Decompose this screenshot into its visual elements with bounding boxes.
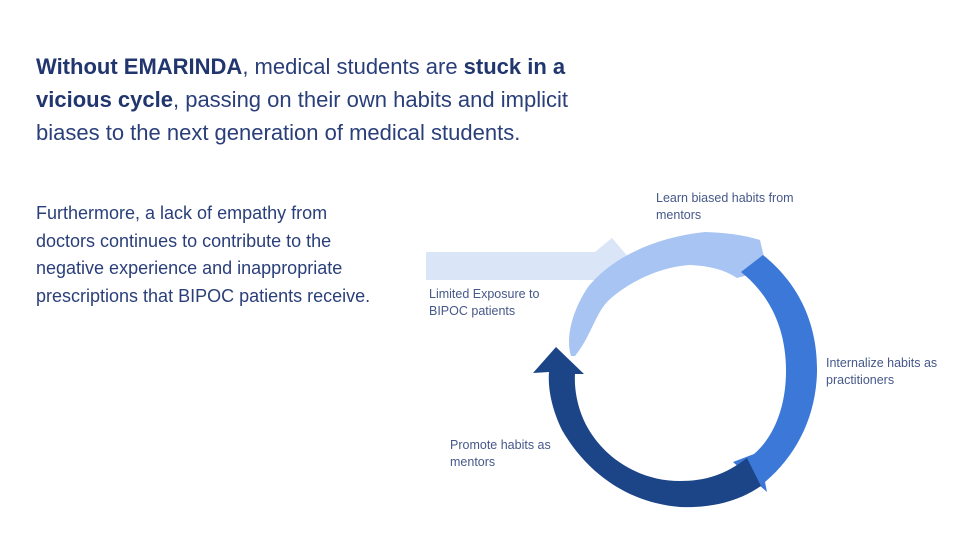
body-paragraph: Furthermore, a lack of empathy from doct… [36, 203, 371, 306]
headline-text-1: , medical students are [242, 54, 464, 79]
label-promote-habits: Promote habits as mentors [450, 438, 551, 469]
headline: Without EMARINDA, medical students are s… [36, 50, 636, 149]
cycle-arrow-learn [569, 232, 767, 356]
label-learn-habits: Learn biased habits from mentors [656, 191, 794, 222]
cycle-arrow-internalize [733, 255, 818, 492]
headline-bold-cycle: stuck in a vicious cycle [36, 54, 566, 112]
label-internalize-habits: Internalize habits as practitioners [826, 356, 938, 387]
input-arrow [426, 238, 636, 292]
headline-bold-product: Without EMARINDA [36, 54, 243, 79]
headline-text-2: , passing on their own habits and implic… [36, 87, 568, 145]
label-limited-exposure: Limited Exposure to BIPOC patients [429, 287, 540, 318]
cycle-arrow-promote [533, 347, 761, 508]
